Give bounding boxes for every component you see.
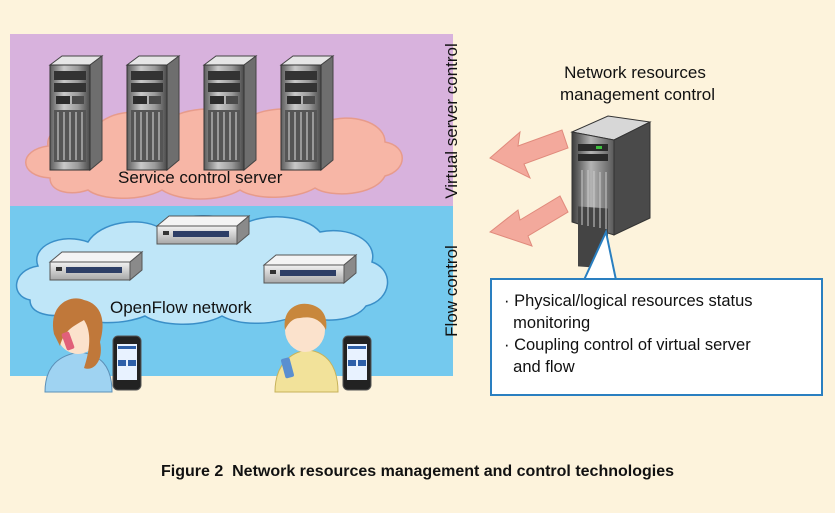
network-resources-line-2: management control xyxy=(560,85,715,104)
callout-pointer xyxy=(583,228,617,281)
note-item-status-monitoring: · Physical/logical resources status moni… xyxy=(504,290,811,334)
network-resources-line-1: Network resources xyxy=(564,63,706,82)
arrow-to-flow-control-icon xyxy=(488,195,569,247)
server-tower-icon xyxy=(202,55,258,172)
network-switch-icon xyxy=(48,250,144,282)
figure-caption: Figure 2 Network resources management an… xyxy=(160,463,674,480)
network-switch-icon xyxy=(155,214,251,246)
smartphone-icon xyxy=(342,335,372,391)
server-tower-icon xyxy=(48,55,104,172)
management-functions-note: · Physical/logical resources status moni… xyxy=(490,278,823,396)
flow-control-label: Flow control xyxy=(442,245,461,337)
server-tower-icon xyxy=(125,55,181,172)
note-item-2-line-1: · Coupling control of virtual server xyxy=(504,336,751,354)
openflow-cloud xyxy=(15,215,389,325)
virtual-server-control-label: Virtual server control xyxy=(442,43,461,199)
management-server-icon xyxy=(570,115,652,269)
smartphone-icon xyxy=(112,335,142,391)
network-resources-management-label: Network resources management control xyxy=(560,62,715,106)
arrow-to-virtual-server-icon xyxy=(489,129,569,180)
note-item-1-line-1: · Physical/logical resources status xyxy=(504,292,753,310)
network-switch-icon xyxy=(262,253,358,285)
server-tower-icon xyxy=(279,55,335,172)
note-item-2-line-2: and flow xyxy=(504,358,575,376)
note-item-coupling-control: · Coupling control of virtual server and… xyxy=(504,334,811,378)
note-item-1-line-2: monitoring xyxy=(504,314,591,332)
man-with-phone-icon xyxy=(274,303,339,393)
service-control-server-label: Service control server xyxy=(118,168,283,187)
woman-on-phone-icon xyxy=(44,298,113,393)
openflow-network-label: OpenFlow network xyxy=(110,298,252,317)
